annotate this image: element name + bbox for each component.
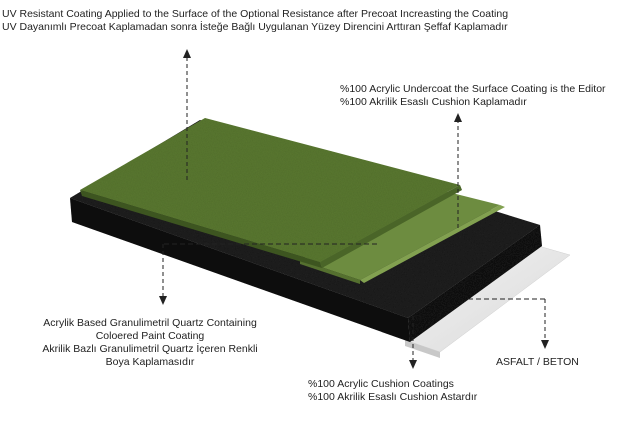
- uv-coating-line-1: UV Resistant Coating Applied to the Surf…: [2, 8, 509, 20]
- cushion-layer-side: [408, 225, 542, 342]
- granulimetril-line-2: Coloered Paint Coating: [95, 330, 205, 342]
- cushion-layer-front: [70, 198, 410, 342]
- arrowheads: [159, 49, 549, 369]
- leader-lines: [162, 54, 546, 362]
- asphalt-label: ASFALT / BETON: [496, 356, 579, 369]
- cushion-line-1: %100 Acrylic Cushion Coatings: [308, 378, 454, 390]
- asphalt-layer-edge: [405, 340, 440, 358]
- uv-arrowhead: [183, 49, 191, 58]
- granulimetril-line-1: Acrylik Based Granulimetril Quartz Conta…: [43, 317, 257, 329]
- uv-coating-label: UV Resistant Coating Applied to the Surf…: [2, 8, 508, 34]
- uv-coating-line-2: UV Dayanımlı Precoat Kaplamadan sonra İs…: [2, 21, 508, 33]
- granular-arrowhead: [159, 296, 167, 305]
- granular-layer-side: [320, 185, 462, 268]
- cushion-line-2: %100 Akrilik Esaslı Cushion Astardır: [308, 391, 478, 403]
- acrylic-undercoat-line-2: %100 Akrilik Esaslı Cushion Kaplamadır: [340, 96, 527, 108]
- acrylic-undercoat-label: %100 Acrylic Undercoat the Surface Coati…: [340, 83, 606, 109]
- granular-layer-front: [80, 190, 322, 268]
- asphalt-arrowhead: [541, 340, 549, 349]
- cushion-label: %100 Acrylic Cushion Coatings %100 Akril…: [308, 378, 477, 404]
- undercoat-layer-edge: [300, 260, 360, 284]
- undercoat-layer: [300, 190, 500, 280]
- granulimetril-line-3: Akrilik Bazlı Granulimetril Quartz İçere…: [42, 343, 258, 355]
- acrylic-undercoat-line-1: %100 Acrylic Undercoat the Surface Coati…: [340, 83, 606, 95]
- granulimetril-label: Acrylik Based Granulimetril Quartz Conta…: [30, 317, 270, 369]
- undercoat-arrowhead: [454, 113, 462, 122]
- granular-layer-top: [80, 118, 460, 262]
- undercoat-layer-light: [360, 205, 505, 283]
- asphalt-line-1: ASFALT / BETON: [496, 356, 579, 368]
- granulimetril-line-4: Boya Kaplamasıdır: [105, 356, 195, 368]
- cushion-arrowhead: [409, 360, 417, 369]
